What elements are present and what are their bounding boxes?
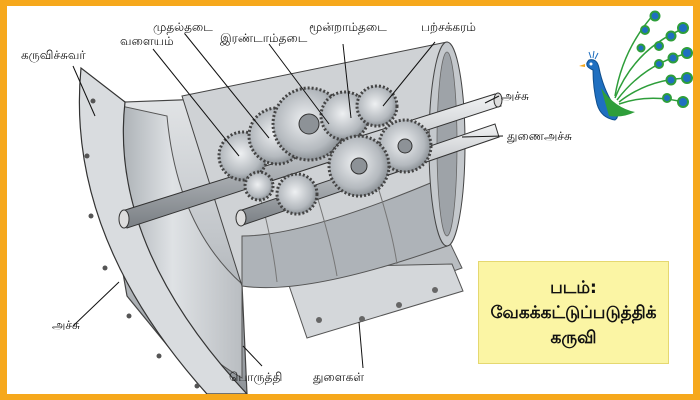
leader-holes [242, 345, 263, 367]
leader-axle-top [484, 95, 500, 104]
leader-axle-bottom [72, 281, 120, 327]
leader-third-gear [342, 43, 352, 119]
label-third-gear: மூன்றாம்தடை [309, 20, 387, 34]
label-fitting: பொருத்தி [229, 370, 283, 384]
leader-aux-axle [461, 135, 504, 138]
label-ring: வளையம் [120, 34, 174, 48]
leader-wheel [382, 41, 436, 107]
figure-panel: கருவிச்சுவர் வளையம் முதல்தடை இரண்டாம்தடை… [7, 6, 693, 394]
gearbox-diagram [72, 33, 504, 394]
label-holes: துளைகள் [313, 370, 365, 384]
caption-box: படம்: வேகக்கட்டுப்படுத்திக் கருவி [478, 261, 669, 364]
label-axle-top: அச்சு [501, 89, 529, 103]
label-first-gear: முதல்தடை [153, 20, 213, 34]
gear-set [217, 84, 433, 216]
leader-first-gear [184, 33, 270, 139]
leader-holes-2 [358, 321, 364, 369]
leader-casing [72, 65, 96, 117]
label-axle-bottom: அச்சு [52, 318, 80, 332]
label-aux-axle: துணைஅச்சு [507, 129, 572, 143]
label-wheel: பற்சக்கரம் [421, 20, 476, 34]
label-casing: கருவிச்சுவர் [21, 48, 86, 62]
caption-prefix: படம்: [550, 277, 597, 298]
label-second-gear: இரண்டாம்தடை [220, 31, 308, 45]
leader-second-gear [268, 43, 330, 125]
leader-lines [72, 33, 504, 369]
caption-title-line1: வேகக்கட்டுப்படுத்திக் [490, 302, 657, 323]
peacock-logo-icon [579, 10, 693, 121]
front-flange [78, 66, 248, 394]
caption-title-line2: கருவி [550, 327, 597, 348]
leader-ring [152, 48, 240, 157]
